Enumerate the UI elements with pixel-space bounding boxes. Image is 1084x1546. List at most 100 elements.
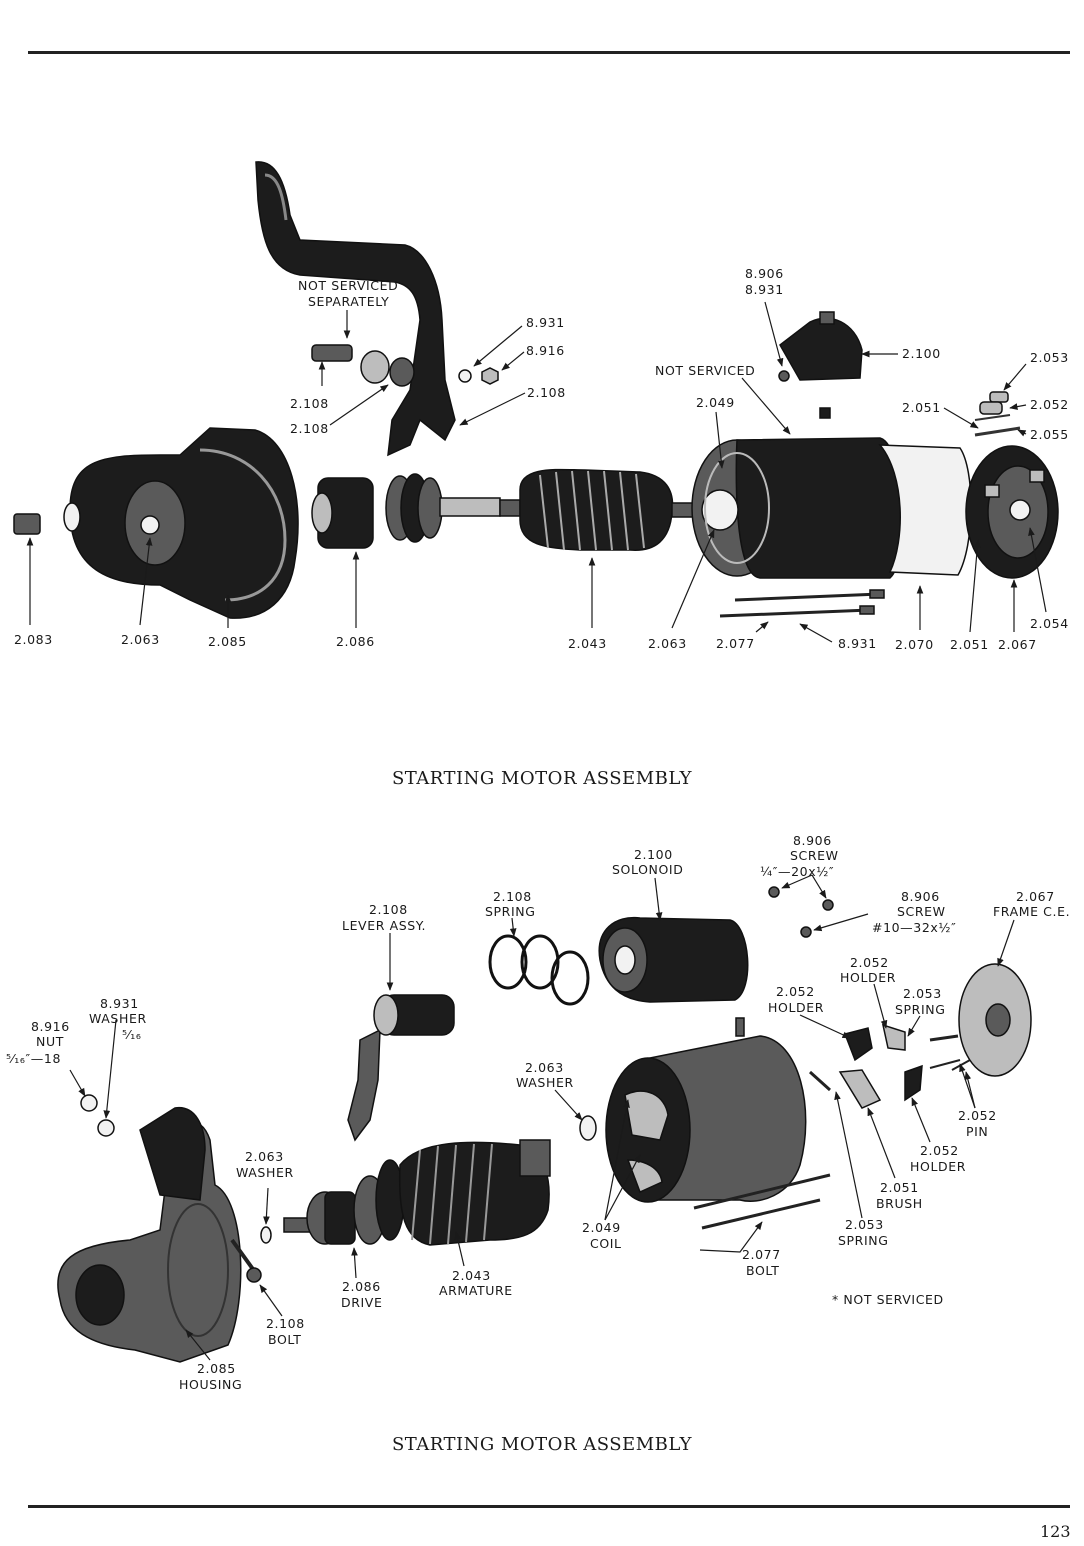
- callout-coil-number: 2.049: [582, 1220, 621, 1235]
- page-number: 123: [1040, 1522, 1071, 1541]
- callout-washer-c-number: 2.063: [525, 1060, 564, 1075]
- callout-washer-c: 2.063 WASHER: [516, 1060, 574, 1090]
- callout-washer-c-name: WASHER: [516, 1075, 574, 1090]
- callout-2043: 2.043: [568, 636, 607, 651]
- callout-washer: 8.931 WASHER ⁵⁄₁₆: [89, 996, 147, 1042]
- callout-holder-b: 2.052 HOLDER: [768, 984, 824, 1015]
- callout-8906: 8.906: [745, 266, 784, 281]
- callout-nut: 8.916 NUT ⁵⁄₁₆″—18: [6, 1019, 70, 1066]
- callout-frame-number: 2.067: [1016, 889, 1055, 904]
- brush-holder-parts: [808, 1023, 971, 1109]
- callout-washer-d-number: 2.063: [245, 1149, 284, 1164]
- callout-washer-number: 8.931: [100, 996, 139, 1011]
- armature-drawing: [499, 468, 695, 551]
- callout-holder-c: 2.052 HOLDER: [910, 1143, 966, 1174]
- callout-lever-number: 2.108: [369, 902, 408, 917]
- springs-drawing: [488, 934, 590, 1006]
- callout-2063-a: 2.063: [121, 632, 160, 647]
- callout-2108-a: 2.108: [290, 396, 329, 411]
- callout-brush-number: 2.051: [880, 1180, 919, 1195]
- callout-spring-number: 2.108: [493, 889, 532, 904]
- callout-bolt-b: 2.108 BOLT: [266, 1316, 304, 1347]
- callout-solenoid-number: 2.100: [634, 847, 673, 862]
- callout-spring-name: SPRING: [485, 904, 535, 919]
- through-bolts-drawing-2: [693, 1173, 831, 1230]
- callout-brush: 2.051 BRUSH: [876, 1180, 923, 1211]
- washer-small-drawing: [260, 1226, 272, 1244]
- callout-screw-a: 8.906 SCREW ¼″—20x½″: [760, 833, 839, 879]
- callout-washer-name: WASHER: [89, 1011, 147, 1026]
- washer-drawing: [579, 1115, 597, 1141]
- callout-nut-number: 8.916: [31, 1019, 70, 1034]
- callout-spring-b-name: SPRING: [895, 1002, 945, 1017]
- callout-washer-d-name: WASHER: [236, 1165, 294, 1180]
- figure1-caption: STARTING MOTOR ASSEMBLY: [391, 768, 693, 789]
- callout-2085: 2.085: [208, 634, 247, 649]
- figure2-caption: STARTING MOTOR ASSEMBLY: [391, 1434, 693, 1455]
- callout-spring-b-number: 2.053: [903, 986, 942, 1001]
- callout-holder-b-number: 2.052: [776, 984, 815, 999]
- callout-armature-number: 2.043: [452, 1268, 491, 1283]
- callout-frame-name: FRAME C.E.: [993, 904, 1070, 919]
- callout-2053: 2.053: [1030, 350, 1069, 365]
- callout-screw-a-number: 8.906: [793, 833, 832, 848]
- callout-housing-name: HOUSING: [179, 1377, 242, 1392]
- callout-2086: 2.086: [336, 634, 375, 649]
- callout-holder-b-name: HOLDER: [768, 1000, 824, 1015]
- callout-solenoid-name: SOLONOID: [612, 862, 683, 877]
- callout-2108-b: 2.108: [290, 421, 329, 436]
- callout-8931-a: 8.931: [526, 315, 565, 330]
- callout-8916: 8.916: [526, 343, 565, 358]
- callout-2063-b: 2.063: [648, 636, 687, 651]
- callout-bolt-a-number: 2.077: [742, 1247, 781, 1262]
- housing-drawing: [57, 1107, 242, 1363]
- callout-holder-a-name: HOLDER: [840, 970, 896, 985]
- callout-coil: 2.049 COIL: [582, 1220, 621, 1251]
- drive-housing-drawing: [63, 427, 299, 619]
- frame-ce-drawing: [958, 963, 1032, 1077]
- screws-drawing: [768, 886, 834, 938]
- callout-pin-name: PIN: [966, 1124, 988, 1139]
- callout-brush-name: BRUSH: [876, 1196, 923, 1211]
- top-rule: [28, 51, 1070, 54]
- pin-drawing: [13, 513, 41, 535]
- callout-2054: 2.054: [1030, 616, 1069, 631]
- callout-housing-number: 2.085: [197, 1361, 236, 1376]
- callout-2051-b: 2.051: [950, 637, 989, 652]
- small-parts: [778, 370, 1021, 437]
- callout-lever-name: LEVER ASSY.: [342, 918, 426, 933]
- callout-screw-b: 8.906 SCREW #10—32x½″: [872, 889, 956, 935]
- callout-holder-a: 2.052 HOLDER: [840, 955, 896, 985]
- callout-spring-b: 2.053 SPRING: [895, 986, 945, 1017]
- callout-8931-b: 8.931: [838, 636, 877, 651]
- drive-assembly-drawing: [311, 473, 501, 549]
- callout-spring-c: 2.053 SPRING: [838, 1217, 888, 1248]
- bolt-drawing: [230, 1238, 262, 1283]
- cover-band-drawing: [878, 444, 972, 576]
- callout-holder-c-name: HOLDER: [910, 1159, 966, 1174]
- leader-lines: [26, 301, 1047, 643]
- callout-nut-size: ⁵⁄₁₆″—18: [6, 1051, 61, 1066]
- through-bolts-drawing: [719, 589, 885, 618]
- callout-lever: 2.108 LEVER ASSY.: [342, 902, 426, 933]
- footnote-not-serviced: * NOT SERVICED: [832, 1292, 944, 1307]
- callout-bolt-a-name: BOLT: [746, 1263, 779, 1278]
- callout-drive-name: DRIVE: [341, 1295, 382, 1310]
- callout-2052: 2.052: [1030, 397, 1069, 412]
- solenoid-drawing-2: [598, 916, 749, 1003]
- callout-pin-number: 2.052: [958, 1108, 997, 1123]
- solenoid-drawing: [779, 311, 863, 381]
- armature-drawing-2: [398, 1139, 551, 1246]
- starting-motor-exploded-view-2: 8.916 NUT ⁵⁄₁₆″—18 8.931 WASHER ⁵⁄₁₆ 2.1…: [6, 833, 1070, 1392]
- commutator-end-frame-drawing: [965, 445, 1059, 579]
- callout-screw-b-name: SCREW: [897, 904, 946, 919]
- callout-2051-a: 2.051: [902, 400, 941, 415]
- lever-pivot-parts: [311, 344, 499, 387]
- callout-nut-name: NUT: [36, 1034, 64, 1049]
- callout-screw-a-name: SCREW: [790, 848, 839, 863]
- callout-8931-c: 8.931: [745, 282, 784, 297]
- callout-bolt-b-name: BOLT: [268, 1332, 301, 1347]
- callout-bolt-a: 2.077 BOLT: [742, 1247, 781, 1278]
- callout-drive: 2.086 DRIVE: [341, 1279, 382, 1310]
- callout-housing: 2.085 HOUSING: [179, 1361, 242, 1392]
